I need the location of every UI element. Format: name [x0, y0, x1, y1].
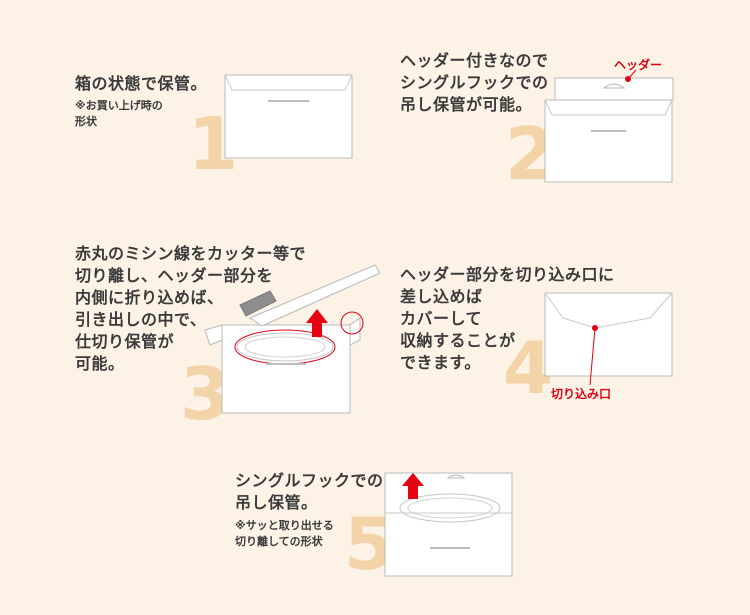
step-3-text: 赤丸のミシン線をカッター等で 切り離し、ヘッダー部分を 内側に折り込めば、 引き…: [75, 244, 307, 373]
box-illustration-5: [384, 472, 513, 577]
box-illustration-3: [204, 264, 381, 414]
step-4-text: ヘッダー部分を切り込み口に 差し込めば カバーして 収納することが できます。: [400, 265, 615, 372]
step-2-header-label: ヘッダー: [614, 58, 663, 72]
box-illustration-2: [544, 69, 674, 183]
step-2-text: ヘッダー付きなので シングルフックでの 吊し保管が可能。: [400, 51, 549, 114]
box-illustration-1: [224, 74, 353, 159]
step-5-note: ※サッと取り出せる 切り離しての形状: [235, 519, 334, 548]
step-5-text: シングルフックでの 吊し保管。: [235, 471, 384, 512]
step-4-slot-label: 切り込み口: [551, 387, 612, 401]
step-1-note: ※お買い上げ時の 形状: [75, 99, 163, 128]
step-1-text: 箱の状態で保管。: [75, 74, 208, 93]
box-illustration-4: [544, 292, 673, 386]
